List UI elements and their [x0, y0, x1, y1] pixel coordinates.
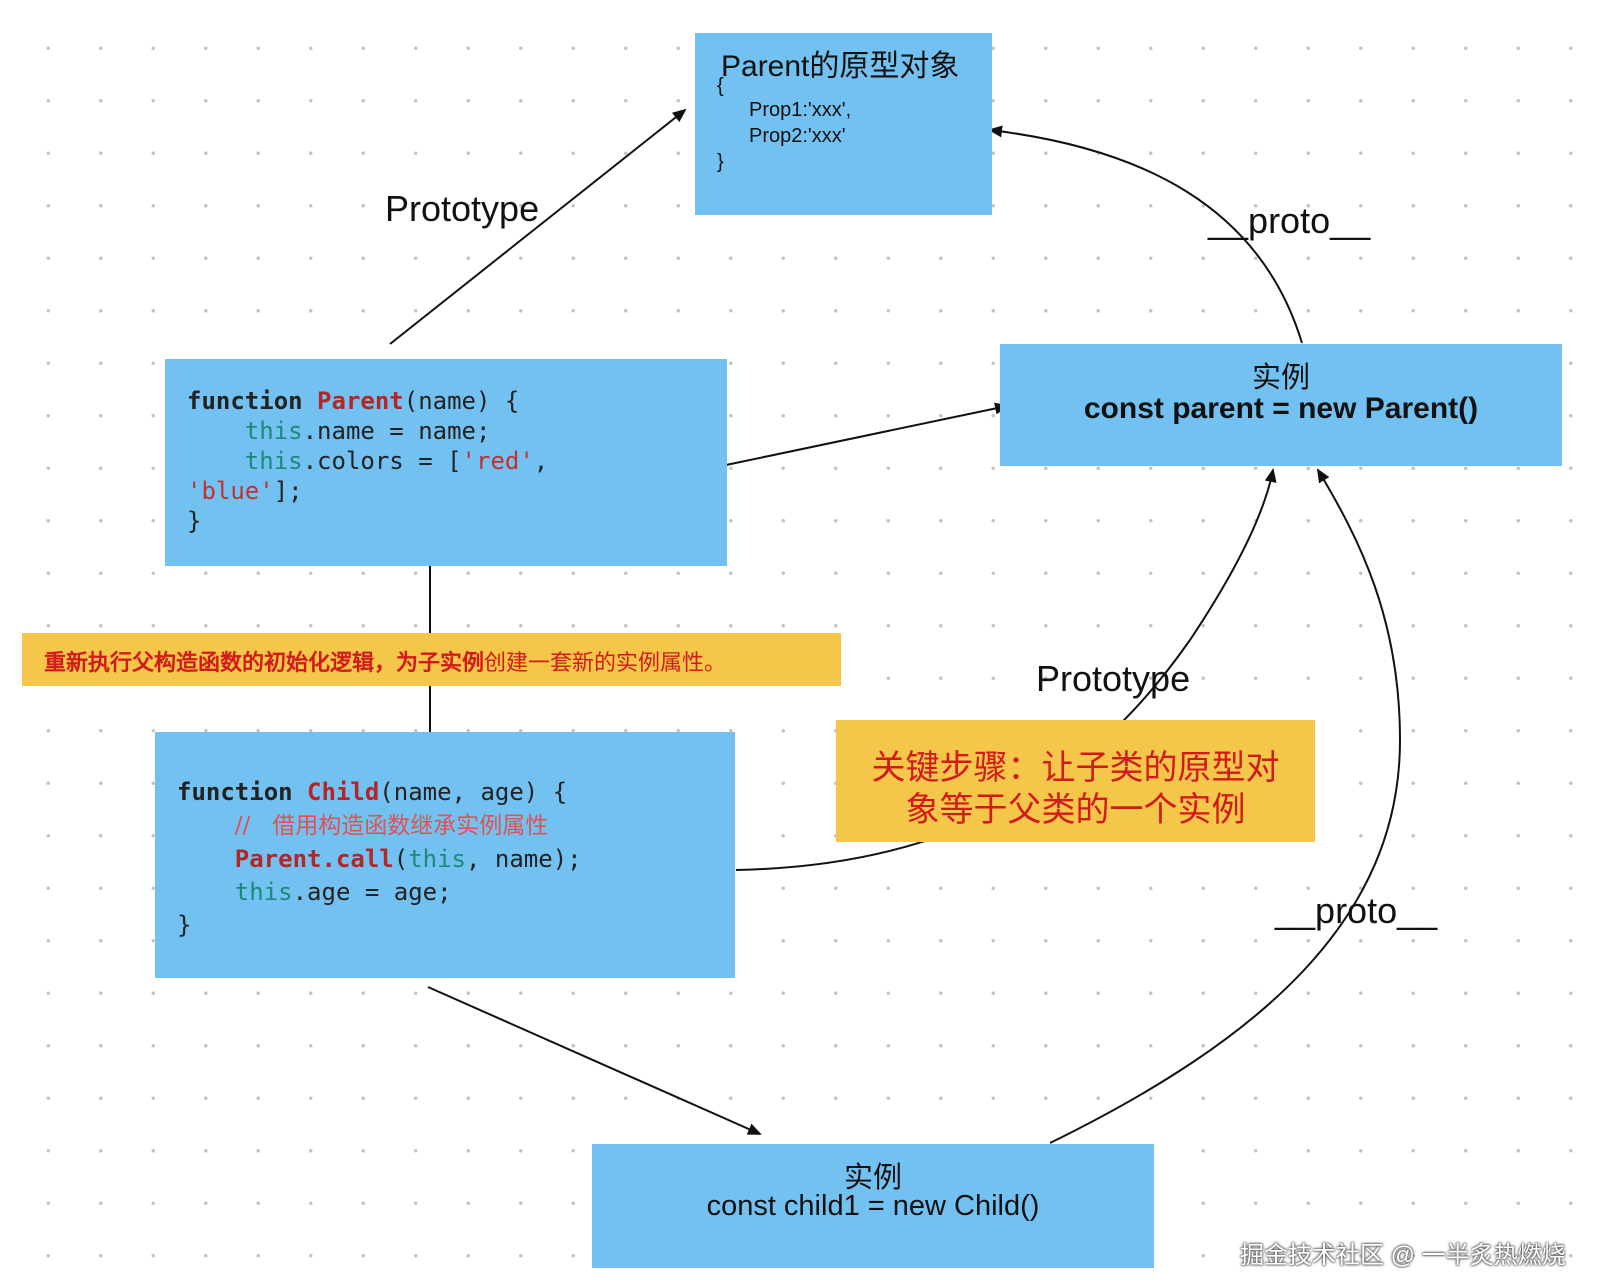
code-close: } [187, 507, 202, 535]
parent-instance-box: 实例 const parent = new Parent() [1000, 344, 1562, 466]
code-string: 'red' [461, 447, 534, 475]
code-comment: // 借用构造函数继承实例属性 [234, 813, 549, 839]
code-call: Parent.call [234, 845, 394, 873]
code-this: this [244, 447, 303, 475]
code-string: 'blue' [187, 477, 274, 505]
key-step-line2: 象等于父类的一个实例 [905, 791, 1246, 829]
code-line: ]; [273, 477, 303, 505]
key-step-line1: 关键步骤：让子类的原型对 [871, 749, 1280, 787]
child-instance-box: 实例 const child1 = new Child() [592, 1144, 1154, 1268]
code-line: .colors = [ [302, 447, 462, 475]
code-function-name: Child [307, 778, 380, 806]
label-proto-bottom: __proto__ [1275, 890, 1438, 931]
constructor-note-rest: 创建一套新的实例属性。 [484, 651, 727, 676]
parent-prototype-box: Parent的原型对象 { Prop1:'xxx', Prop2:'xxx' } [695, 33, 992, 215]
child-function-box: function Child(name, age) { // 借用构造函数继承实… [155, 732, 735, 978]
code-params: (name, age) { [379, 778, 568, 806]
code-params: (name) { [403, 387, 520, 415]
code-this: this [408, 845, 466, 873]
open-brace: { [717, 75, 724, 97]
parent-prototype-title: Parent的原型对象 [721, 50, 960, 83]
key-step-note: 关键步骤：让子类的原型对 象等于父类的一个实例 [836, 720, 1315, 842]
code-close: } [177, 911, 192, 939]
child-function-code: function Child(name, age) { // 借用构造函数继承实… [177, 776, 582, 942]
close-brace: } [717, 151, 724, 173]
code-line: , name); [466, 845, 582, 873]
parent-function-box: function Parent(name) { this.name = name… [165, 359, 727, 566]
prop1-line: Prop1:'xxx', [749, 99, 852, 121]
child-instance-code: const child1 = new Child() [706, 1190, 1040, 1222]
constructor-note-bold: 重新执行父构造函数的初始化逻辑，为子实例 [44, 650, 485, 676]
code-this: this [234, 878, 293, 906]
arrow-child-to-child1 [427, 986, 762, 1135]
label-prototype-mid: Prototype [1036, 658, 1191, 699]
code-punct: ( [393, 845, 409, 873]
arrow-parent-to-instance [725, 402, 1009, 466]
parent-function-code: function Parent(name) { this.name = name… [187, 386, 548, 536]
prop2-line: Prop2:'xxx' [749, 125, 846, 147]
parent-instance-code: const parent = new Parent() [1083, 392, 1479, 425]
code-keyword: function [187, 387, 303, 415]
code-function-name: Parent [317, 387, 404, 415]
code-keyword: function [177, 778, 293, 806]
label-prototype-top: Prototype [385, 188, 540, 229]
label-proto-top: __proto__ [1208, 200, 1371, 241]
constructor-note: 重新执行父构造函数的初始化逻辑，为子实例创建一套新的实例属性。 [22, 633, 841, 686]
code-line: .name = name; [302, 417, 491, 445]
child-instance-title: 实例 [843, 1162, 902, 1194]
constructor-note-text: 重新执行父构造函数的初始化逻辑，为子实例创建一套新的实例属性。 [44, 645, 726, 677]
parent-instance-title: 实例 [1251, 362, 1310, 394]
code-line: .age = age; [292, 878, 452, 906]
code-this: this [244, 417, 303, 445]
code-punct: , [533, 447, 549, 475]
watermark: 掘金技术社区 @ 一半炙热燃烧 [1240, 1242, 1566, 1269]
